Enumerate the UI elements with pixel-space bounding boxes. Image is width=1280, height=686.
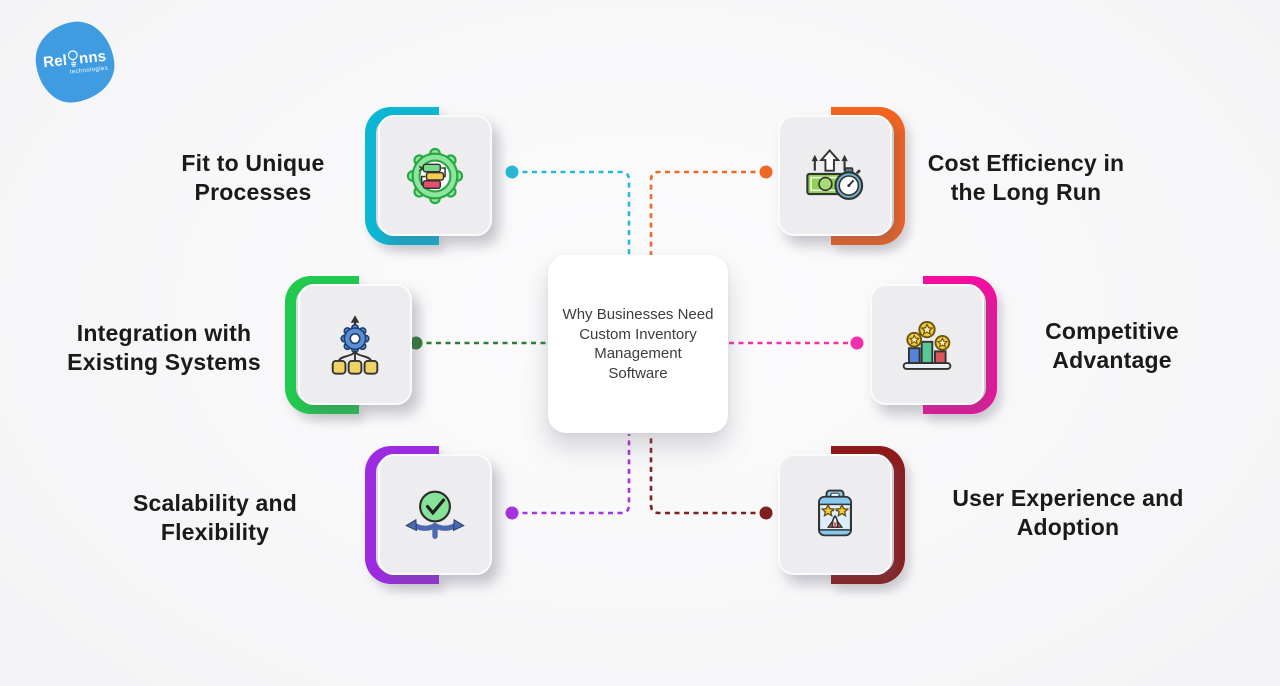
node-label-integration: Integration with Existing Systems bbox=[67, 320, 261, 375]
node-label-cost-efficiency: Cost Efficiency in the Long Run bbox=[927, 150, 1125, 205]
flexibility-arrows-icon bbox=[405, 490, 465, 539]
center-title-line: Management bbox=[594, 345, 682, 362]
center-topic-title: Why Businesses Need Custom Inventory Man… bbox=[563, 305, 714, 383]
node-card-integration bbox=[285, 276, 415, 414]
app-rocket-icon bbox=[818, 489, 852, 536]
icon-card bbox=[298, 284, 412, 405]
integration-hierarchy-icon bbox=[331, 314, 379, 375]
connector-dot-user-experience bbox=[759, 506, 773, 520]
icon-card bbox=[778, 115, 892, 236]
node-label-competitive-advantage: Competitive Advantage bbox=[1045, 318, 1179, 373]
icon-card bbox=[870, 284, 984, 405]
money-growth-stopwatch-icon bbox=[806, 148, 864, 200]
center-title-line: Software bbox=[608, 364, 668, 382]
connector-fit-to-unique-processes bbox=[513, 170, 631, 256]
node-card-user-experience bbox=[775, 446, 905, 584]
connector-dot-competitive-advantage bbox=[850, 336, 864, 350]
accent-bracket bbox=[285, 276, 359, 414]
brand-name: Rel nns bbox=[42, 46, 107, 71]
node-card-fit-to-unique-processes bbox=[365, 107, 495, 245]
connector-scalability bbox=[513, 434, 631, 515]
connector-dot-scalability bbox=[505, 506, 519, 520]
node-card-cost-efficiency bbox=[775, 107, 905, 245]
icon-card bbox=[378, 454, 492, 575]
accent-bracket bbox=[831, 107, 905, 245]
accent-bracket bbox=[365, 107, 439, 245]
connector-dot-fit-to-unique-processes bbox=[505, 165, 519, 179]
icon-card bbox=[778, 454, 892, 575]
accent-bracket bbox=[831, 446, 905, 584]
node-card-competitive-advantage bbox=[867, 276, 997, 414]
node-label-fit-to-unique-processes: Fit to Unique Processes bbox=[181, 150, 325, 205]
connector-dot-integration bbox=[409, 336, 423, 350]
podium-medals-icon bbox=[902, 320, 952, 370]
node-label-user-experience: User Experience and Adoption bbox=[952, 485, 1184, 540]
accent-bracket bbox=[923, 276, 997, 414]
accent-bracket bbox=[365, 446, 439, 584]
icon-card bbox=[378, 115, 492, 236]
lightbulb-icon bbox=[67, 49, 78, 67]
node-card-scalability bbox=[365, 446, 495, 584]
brand-logo: Rel nns technologies bbox=[32, 18, 118, 106]
connector-cost-efficiency bbox=[649, 170, 765, 256]
center-topic-box: Why Businesses Need Custom Inventory Man… bbox=[548, 255, 728, 433]
center-title-line: Custom Inventory bbox=[579, 325, 697, 343]
process-gear-icon bbox=[406, 147, 464, 204]
center-title-line: Why Businesses Need bbox=[562, 306, 714, 323]
connector-dot-cost-efficiency bbox=[759, 165, 773, 179]
connector-user-experience bbox=[649, 434, 765, 515]
node-label-scalability: Scalability and Flexibility bbox=[132, 490, 298, 545]
